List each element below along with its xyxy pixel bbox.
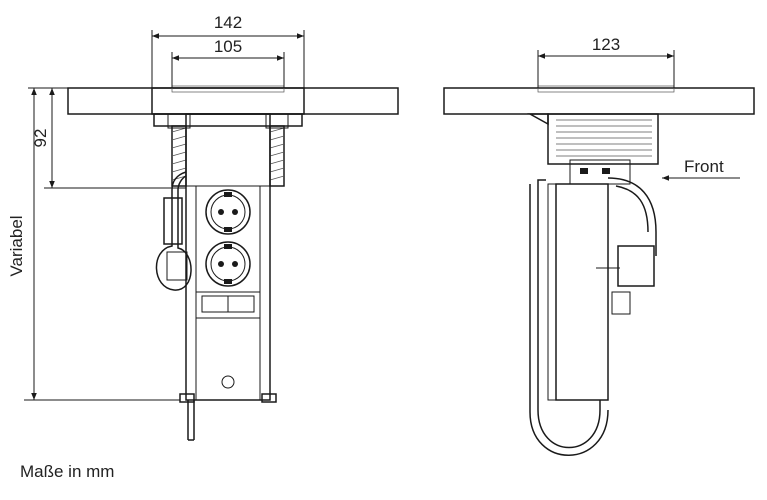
side-cable	[529, 177, 657, 456]
front-lower-insert	[196, 291, 260, 389]
front-marker: Front	[662, 157, 740, 181]
side-head-ribs	[527, 113, 659, 185]
dim-142-label: 142	[214, 13, 242, 32]
dim-123-label: 123	[592, 35, 620, 54]
front-clamp-sleeve	[153, 113, 303, 187]
dim-variable: Variabel	[7, 88, 180, 401]
side-view: 123 Front	[443, 35, 755, 456]
dim-105-label: 105	[214, 37, 242, 56]
dim-123: 123	[537, 35, 675, 88]
side-column	[555, 183, 609, 401]
socket-lower	[205, 241, 251, 287]
front-column	[185, 113, 271, 401]
front-cable	[155, 171, 195, 441]
socket-upper	[205, 189, 251, 235]
dim-92: 92	[28, 87, 186, 189]
front-marker-label: Front	[684, 157, 724, 176]
dim-142: 142	[151, 13, 305, 88]
units-note: Maße in mm	[20, 462, 115, 481]
front-view: 142 105 92 Variabel	[7, 13, 399, 441]
dim-variable-label: Variabel	[7, 215, 26, 276]
dim-105: 105	[171, 37, 285, 88]
